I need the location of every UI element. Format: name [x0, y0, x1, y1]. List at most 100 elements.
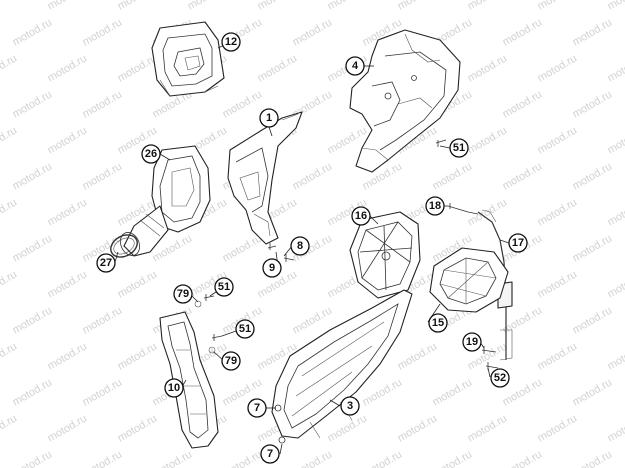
- watermark-text: motod.ru: [46, 0, 90, 13]
- watermark-text: motod.ru: [81, 448, 125, 468]
- watermark-text: motod.ru: [291, 16, 335, 48]
- watermark-text: motod.ru: [571, 448, 615, 468]
- callout-15: 15: [428, 313, 448, 333]
- watermark-text: motod.ru: [571, 304, 615, 336]
- callout-1: 1: [259, 108, 279, 128]
- watermark-text: motod.ru: [606, 412, 625, 444]
- callout-12: 12: [221, 32, 241, 52]
- watermark-text: motod.ru: [221, 88, 265, 120]
- watermark-text: motod.ru: [536, 196, 580, 228]
- watermark-text: motod.ru: [571, 88, 615, 120]
- watermark-text: motod.ru: [151, 448, 195, 468]
- watermark-text: motod.ru: [501, 16, 545, 48]
- watermark-text: motod.ru: [221, 232, 265, 264]
- watermark-text: motod.ru: [606, 196, 625, 228]
- callout-51-low-label: 51: [239, 323, 251, 335]
- watermark-text: motod.ru: [501, 160, 545, 192]
- watermark-text: motod.ru: [116, 52, 160, 84]
- watermark-text: motod.ru: [0, 0, 19, 13]
- callout-52: 52: [490, 368, 510, 388]
- callout-10-label: 10: [168, 382, 180, 394]
- part-15-air-filter: [429, 247, 509, 313]
- watermark-text: motod.ru: [571, 376, 615, 408]
- watermark-text: motod.ru: [11, 448, 55, 468]
- watermark-text: motod.ru: [81, 376, 125, 408]
- watermark-text: motod.ru: [0, 124, 19, 156]
- watermark-text: motod.ru: [431, 376, 475, 408]
- part-1-side-bracket: [227, 111, 303, 245]
- callout-26: 26: [141, 144, 161, 164]
- watermark-text: motod.ru: [606, 268, 625, 300]
- callout-27: 27: [96, 253, 116, 273]
- watermark-text: motod.ru: [81, 88, 125, 120]
- callout-18: 18: [425, 196, 445, 216]
- watermark-text: motod.ru: [0, 52, 19, 84]
- part-4-rear-fender: [349, 29, 461, 173]
- callout-79-top-label: 79: [177, 288, 189, 300]
- watermark-text: motod.ru: [536, 124, 580, 156]
- watermark-text: motod.ru: [431, 448, 475, 468]
- watermark-text: motod.ru: [571, 16, 615, 48]
- callout-10: 10: [164, 378, 184, 398]
- watermark-text: motod.ru: [221, 448, 265, 468]
- watermark-text: motod.ru: [0, 340, 19, 372]
- callout-7-bottom-label: 7: [267, 448, 273, 460]
- callout-51-mid-label: 51: [218, 281, 230, 293]
- watermark-text: motod.ru: [501, 448, 545, 468]
- watermark-text: motod.ru: [396, 340, 440, 372]
- watermark-text: motod.ru: [501, 304, 545, 336]
- watermark-text: motod.ru: [0, 196, 19, 228]
- watermark-text: motod.ru: [46, 52, 90, 84]
- watermark-text: motod.ru: [0, 268, 19, 300]
- callout-3-label: 3: [347, 400, 353, 412]
- watermark-text: motod.ru: [116, 340, 160, 372]
- callout-51-top: 51: [449, 138, 469, 158]
- watermark-text: motod.ru: [606, 340, 625, 372]
- callout-8-label: 8: [297, 240, 303, 252]
- watermark-text: motod.ru: [466, 124, 510, 156]
- part-16-filter-cage: [349, 203, 479, 299]
- watermark-text: motod.ru: [116, 412, 160, 444]
- watermark-text: motod.ru: [186, 0, 230, 13]
- callout-1-label: 1: [266, 112, 272, 124]
- watermark-text: motod.ru: [11, 160, 55, 192]
- callout-19-label: 19: [466, 336, 478, 348]
- watermark-text: motod.ru: [396, 412, 440, 444]
- watermark-text: motod.ru: [606, 52, 625, 84]
- watermark-text: motod.ru: [431, 160, 475, 192]
- part-26-intake-funnel: [119, 145, 211, 257]
- callout-9-label: 9: [269, 262, 275, 274]
- callout-17: 17: [508, 233, 528, 253]
- watermark-text: motod.ru: [291, 160, 335, 192]
- callout-8: 8: [290, 236, 310, 256]
- callout-52-label: 52: [494, 372, 506, 384]
- watermark-text: motod.ru: [606, 124, 625, 156]
- callout-51-mid: 51: [214, 277, 234, 297]
- callout-12-label: 12: [225, 36, 237, 48]
- part-12-airbox-boot: [151, 21, 225, 97]
- callout-7-top: 7: [247, 398, 267, 418]
- watermark-text: motod.ru: [326, 0, 370, 13]
- watermark-text: motod.ru: [571, 160, 615, 192]
- watermark-text: motod.ru: [536, 268, 580, 300]
- callout-27-label: 27: [100, 257, 112, 269]
- watermark-text: motod.ru: [536, 0, 580, 13]
- watermark-text: motod.ru: [361, 376, 405, 408]
- callout-3: 3: [340, 396, 360, 416]
- watermark-text: motod.ru: [501, 88, 545, 120]
- watermark-text: motod.ru: [466, 0, 510, 13]
- watermark-text: motod.ru: [46, 268, 90, 300]
- watermark-text: motod.ru: [361, 448, 405, 468]
- watermark-text: motod.ru: [536, 52, 580, 84]
- watermark-text: motod.ru: [116, 268, 160, 300]
- watermark-text: motod.ru: [46, 412, 90, 444]
- part-79-51-fasteners: [194, 294, 223, 354]
- watermark-text: motod.ru: [0, 412, 19, 444]
- watermark-text: motod.ru: [536, 340, 580, 372]
- callout-9: 9: [262, 258, 282, 278]
- callout-4: 4: [345, 56, 365, 76]
- watermark-text: motod.ru: [256, 52, 300, 84]
- watermark-text: motod.ru: [11, 88, 55, 120]
- watermark-text: motod.ru: [396, 0, 440, 13]
